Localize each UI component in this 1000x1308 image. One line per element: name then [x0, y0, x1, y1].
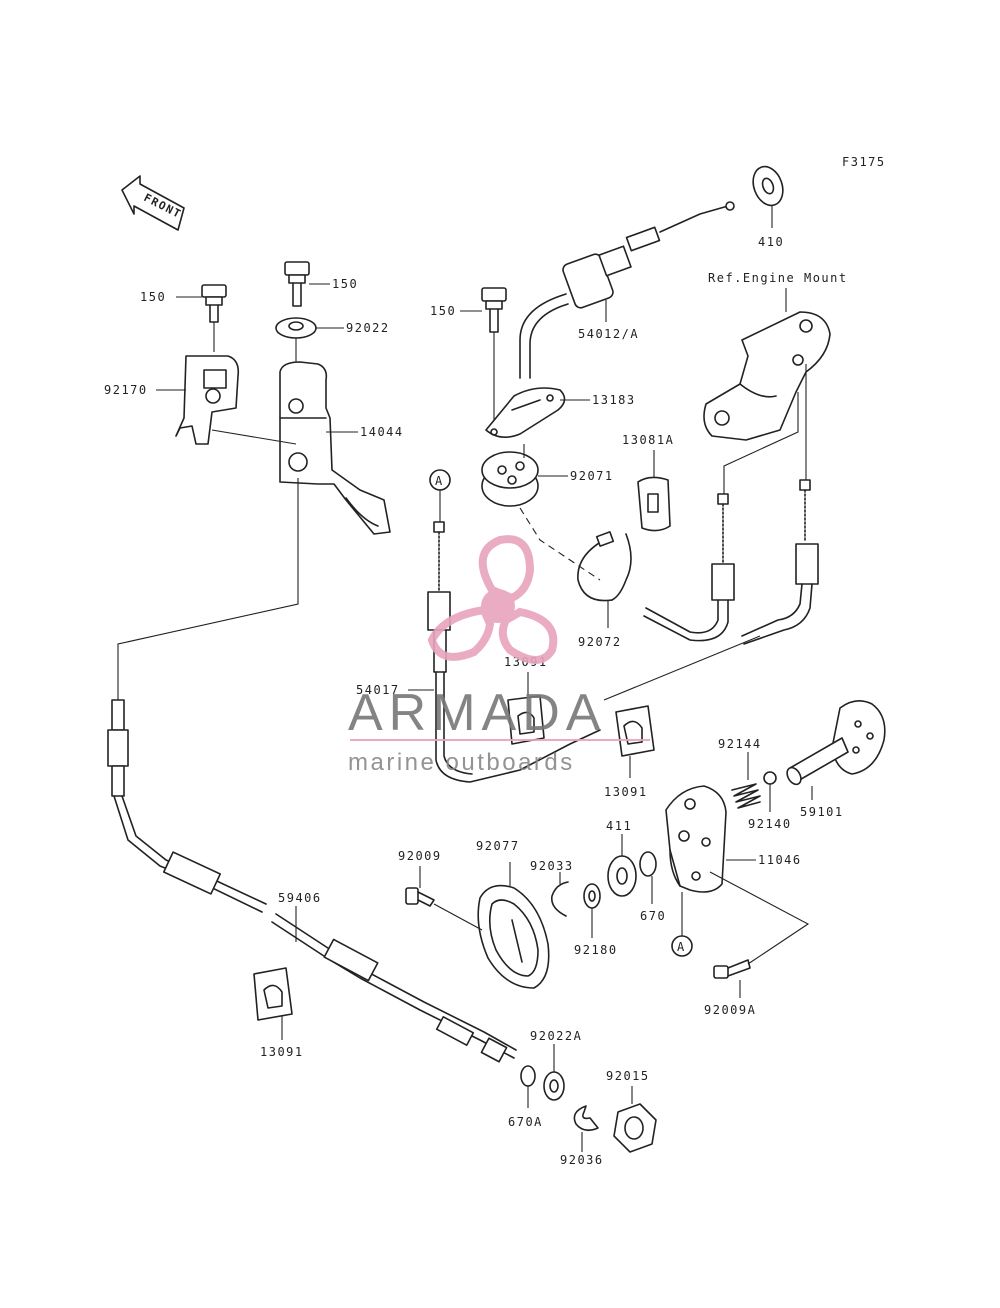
label-13081a: 13081A [622, 433, 674, 447]
nut-92015 [613, 1103, 657, 1153]
washer-92180 [583, 883, 601, 909]
engine-mount-bracket [703, 311, 831, 441]
front-arrow-icon: FRONT [121, 175, 185, 231]
label-410: 410 [758, 235, 784, 249]
label-59101: 59101 [800, 805, 844, 819]
throttle-cable-59406 [107, 699, 517, 1063]
label-411: 411 [606, 819, 632, 833]
screw-92009a [713, 959, 751, 979]
grommet-92071 [481, 451, 539, 507]
label-92071: 92071 [570, 469, 614, 483]
label-92180: 92180 [574, 943, 618, 957]
label-92033: 92033 [530, 859, 574, 873]
spring-92144 [731, 783, 761, 809]
throttle-cable-right [643, 479, 819, 645]
clip-13091-lower [253, 967, 293, 1021]
svg-text:A: A [435, 474, 444, 488]
label-92144: 92144 [718, 737, 762, 751]
choke-cable-54012 [519, 201, 735, 379]
label-92036: 92036 [560, 1153, 604, 1167]
ref-engine-mount-label: Ref.Engine Mount [708, 271, 848, 285]
bracket-14044 [279, 361, 391, 535]
label-11046: 11046 [758, 853, 802, 867]
watermark-title: ARMADA [348, 684, 606, 742]
bracket-92170 [175, 355, 240, 445]
label-54012: 54012/A [578, 327, 639, 341]
label-92022: 92022 [346, 321, 390, 335]
washer-410 [752, 165, 784, 207]
label-92022a: 92022A [530, 1029, 582, 1043]
ring-92072 [577, 531, 632, 602]
screw-92009 [405, 887, 483, 931]
spring-washer-92036 [573, 1105, 599, 1132]
ball-92140 [763, 771, 777, 785]
label-92009a: 92009A [704, 1003, 756, 1017]
bolt-150-left [201, 284, 227, 352]
label-92009: 92009 [398, 849, 442, 863]
label-92072: 92072 [578, 635, 622, 649]
label-150-right: 150 [430, 304, 456, 318]
shaft-59101 [786, 700, 886, 786]
label-13091-lower: 13091 [260, 1045, 304, 1059]
label-670a: 670A [508, 1115, 543, 1129]
clip-13091-right [615, 705, 655, 757]
knob-92077 [477, 884, 550, 989]
bolt-150-middle [284, 261, 310, 307]
o-ring-670a [520, 1065, 536, 1087]
armada-watermark: ARMADA marine outboards [348, 535, 650, 776]
callout-a-lower: A [671, 935, 693, 957]
label-92140: 92140 [748, 817, 792, 831]
o-ring-670 [639, 851, 657, 877]
washer-92022 [275, 317, 317, 339]
label-92170: 92170 [104, 383, 148, 397]
label-13091-right: 13091 [604, 785, 648, 799]
figure-code: F3175 [842, 155, 886, 169]
housing-11046 [665, 785, 727, 893]
label-14044: 14044 [360, 425, 404, 439]
svg-text:A: A [677, 940, 686, 954]
callout-a-upper: A [429, 469, 451, 491]
clip-13081a [637, 476, 671, 532]
label-92077: 92077 [476, 839, 520, 853]
plate-13183 [485, 387, 566, 438]
label-13183: 13183 [592, 393, 636, 407]
label-150-middle: 150 [332, 277, 358, 291]
label-54017: 54017 [356, 683, 400, 697]
label-150-left: 150 [140, 290, 166, 304]
bolt-150-right [481, 287, 507, 333]
e-clip-92033 [550, 881, 569, 917]
watermark-subtitle: marine outboards [348, 749, 575, 776]
label-59406: 59406 [278, 891, 322, 905]
washer-92022a [543, 1071, 565, 1101]
clip-13091-center [507, 695, 545, 745]
washer-411 [607, 855, 637, 897]
label-670: 670 [640, 909, 666, 923]
propeller-logo-icon [427, 535, 558, 664]
label-92015: 92015 [606, 1069, 650, 1083]
